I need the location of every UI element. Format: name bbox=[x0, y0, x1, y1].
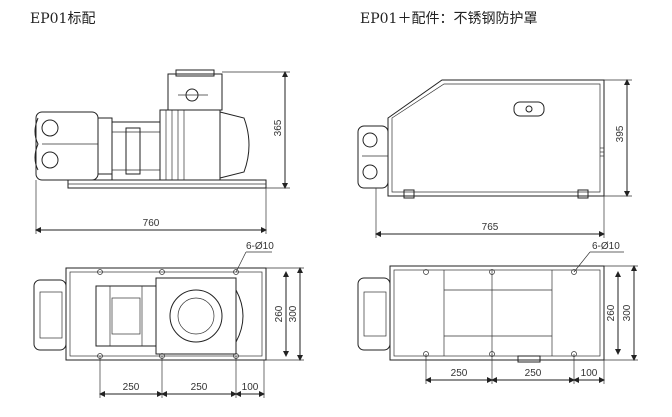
dim-seg1-left: 250 bbox=[123, 382, 140, 393]
covered-top-view: 6-Ø10 260 300 250 250 100 bbox=[357, 241, 638, 384]
dim-width-260-right: 260 bbox=[606, 304, 617, 321]
dim-width-300-left: 300 bbox=[288, 305, 299, 322]
dim-seg1-right: 250 bbox=[451, 368, 468, 379]
dim-holes-left: 6-Ø10 bbox=[246, 241, 274, 252]
dim-height-395: 395 bbox=[615, 125, 626, 142]
caption-standard: EP01标配 bbox=[30, 11, 96, 27]
dim-seg2-left: 250 bbox=[191, 382, 208, 393]
dim-seg3-right: 100 bbox=[581, 368, 598, 379]
dim-length-760: 760 bbox=[143, 218, 160, 229]
dim-height-365: 365 bbox=[273, 119, 284, 136]
dim-width-260-left: 260 bbox=[274, 305, 285, 322]
standard-side-view: 365 760 bbox=[34, 69, 290, 234]
dim-width-300-right: 300 bbox=[622, 304, 633, 321]
dim-seg3-left: 100 bbox=[242, 382, 259, 393]
dim-length-765: 765 bbox=[482, 222, 499, 233]
standard-top-view: 6-Ø10 260 300 250 250 100 bbox=[33, 241, 304, 398]
caption-with-cover: EP01＋配件：不锈钢防护罩 bbox=[360, 11, 538, 27]
dim-holes-right: 6-Ø10 bbox=[592, 241, 620, 252]
dim-seg2-right: 250 bbox=[525, 368, 542, 379]
covered-side-view: 395 765 bbox=[357, 79, 632, 238]
